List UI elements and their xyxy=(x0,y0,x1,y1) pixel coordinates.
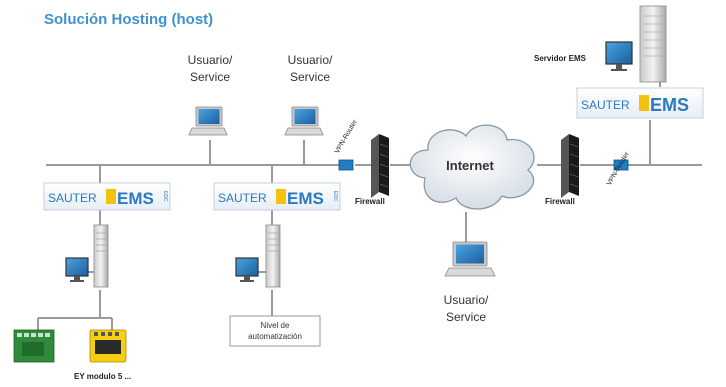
brand-badge: EDC xyxy=(332,191,338,202)
brand-left: SAUTER xyxy=(48,191,97,205)
monitor-icon xyxy=(65,257,89,282)
brand-right: EMS xyxy=(117,189,154,208)
vpn-router-icon xyxy=(613,159,629,171)
internet-label: Internet xyxy=(446,158,494,173)
vpn-router-icon xyxy=(338,159,354,171)
monitor-icon xyxy=(605,41,633,71)
laptop-icon xyxy=(188,106,228,136)
laptop-icon xyxy=(444,241,496,277)
usuario-label-1: Usuario/Service xyxy=(187,53,233,84)
device-yellow-icon xyxy=(89,329,127,363)
firewall-icon xyxy=(371,134,389,198)
sauter-ems-box: SAUTER EMS EDC xyxy=(43,182,171,211)
servidor-ems-label: Servidor EMS xyxy=(534,54,587,63)
brand-badge: EDC xyxy=(162,191,168,202)
laptop-icon xyxy=(284,106,324,136)
ey-modulo-label: EY modulo 5 ... xyxy=(74,372,132,381)
server-icon xyxy=(265,224,281,288)
server-icon xyxy=(93,224,109,288)
internet-cloud-icon xyxy=(409,124,535,210)
nivel-automatizacion-box xyxy=(229,315,321,347)
firewall-label-right: Firewall xyxy=(545,197,575,206)
brand-left: SAUTER xyxy=(218,191,267,205)
monitor-icon xyxy=(235,257,259,282)
server-icon xyxy=(639,5,667,83)
usuario-label-3: Usuario/Service xyxy=(443,293,489,324)
diagram-title: Solución Hosting (host) xyxy=(44,11,214,28)
brand-left: SAUTER xyxy=(581,98,630,112)
sauter-ems-box: SAUTER EMS xyxy=(576,87,704,119)
brand-right: EMS xyxy=(650,95,689,115)
usuario-label-2: Usuario/Service xyxy=(287,53,333,84)
firewall-label-left: Firewall xyxy=(355,197,385,206)
sauter-ems-box: SAUTER EMS EDC xyxy=(213,182,341,211)
brand-right: EMS xyxy=(287,189,324,208)
firewall-icon xyxy=(561,134,579,198)
device-green-icon xyxy=(13,329,55,363)
